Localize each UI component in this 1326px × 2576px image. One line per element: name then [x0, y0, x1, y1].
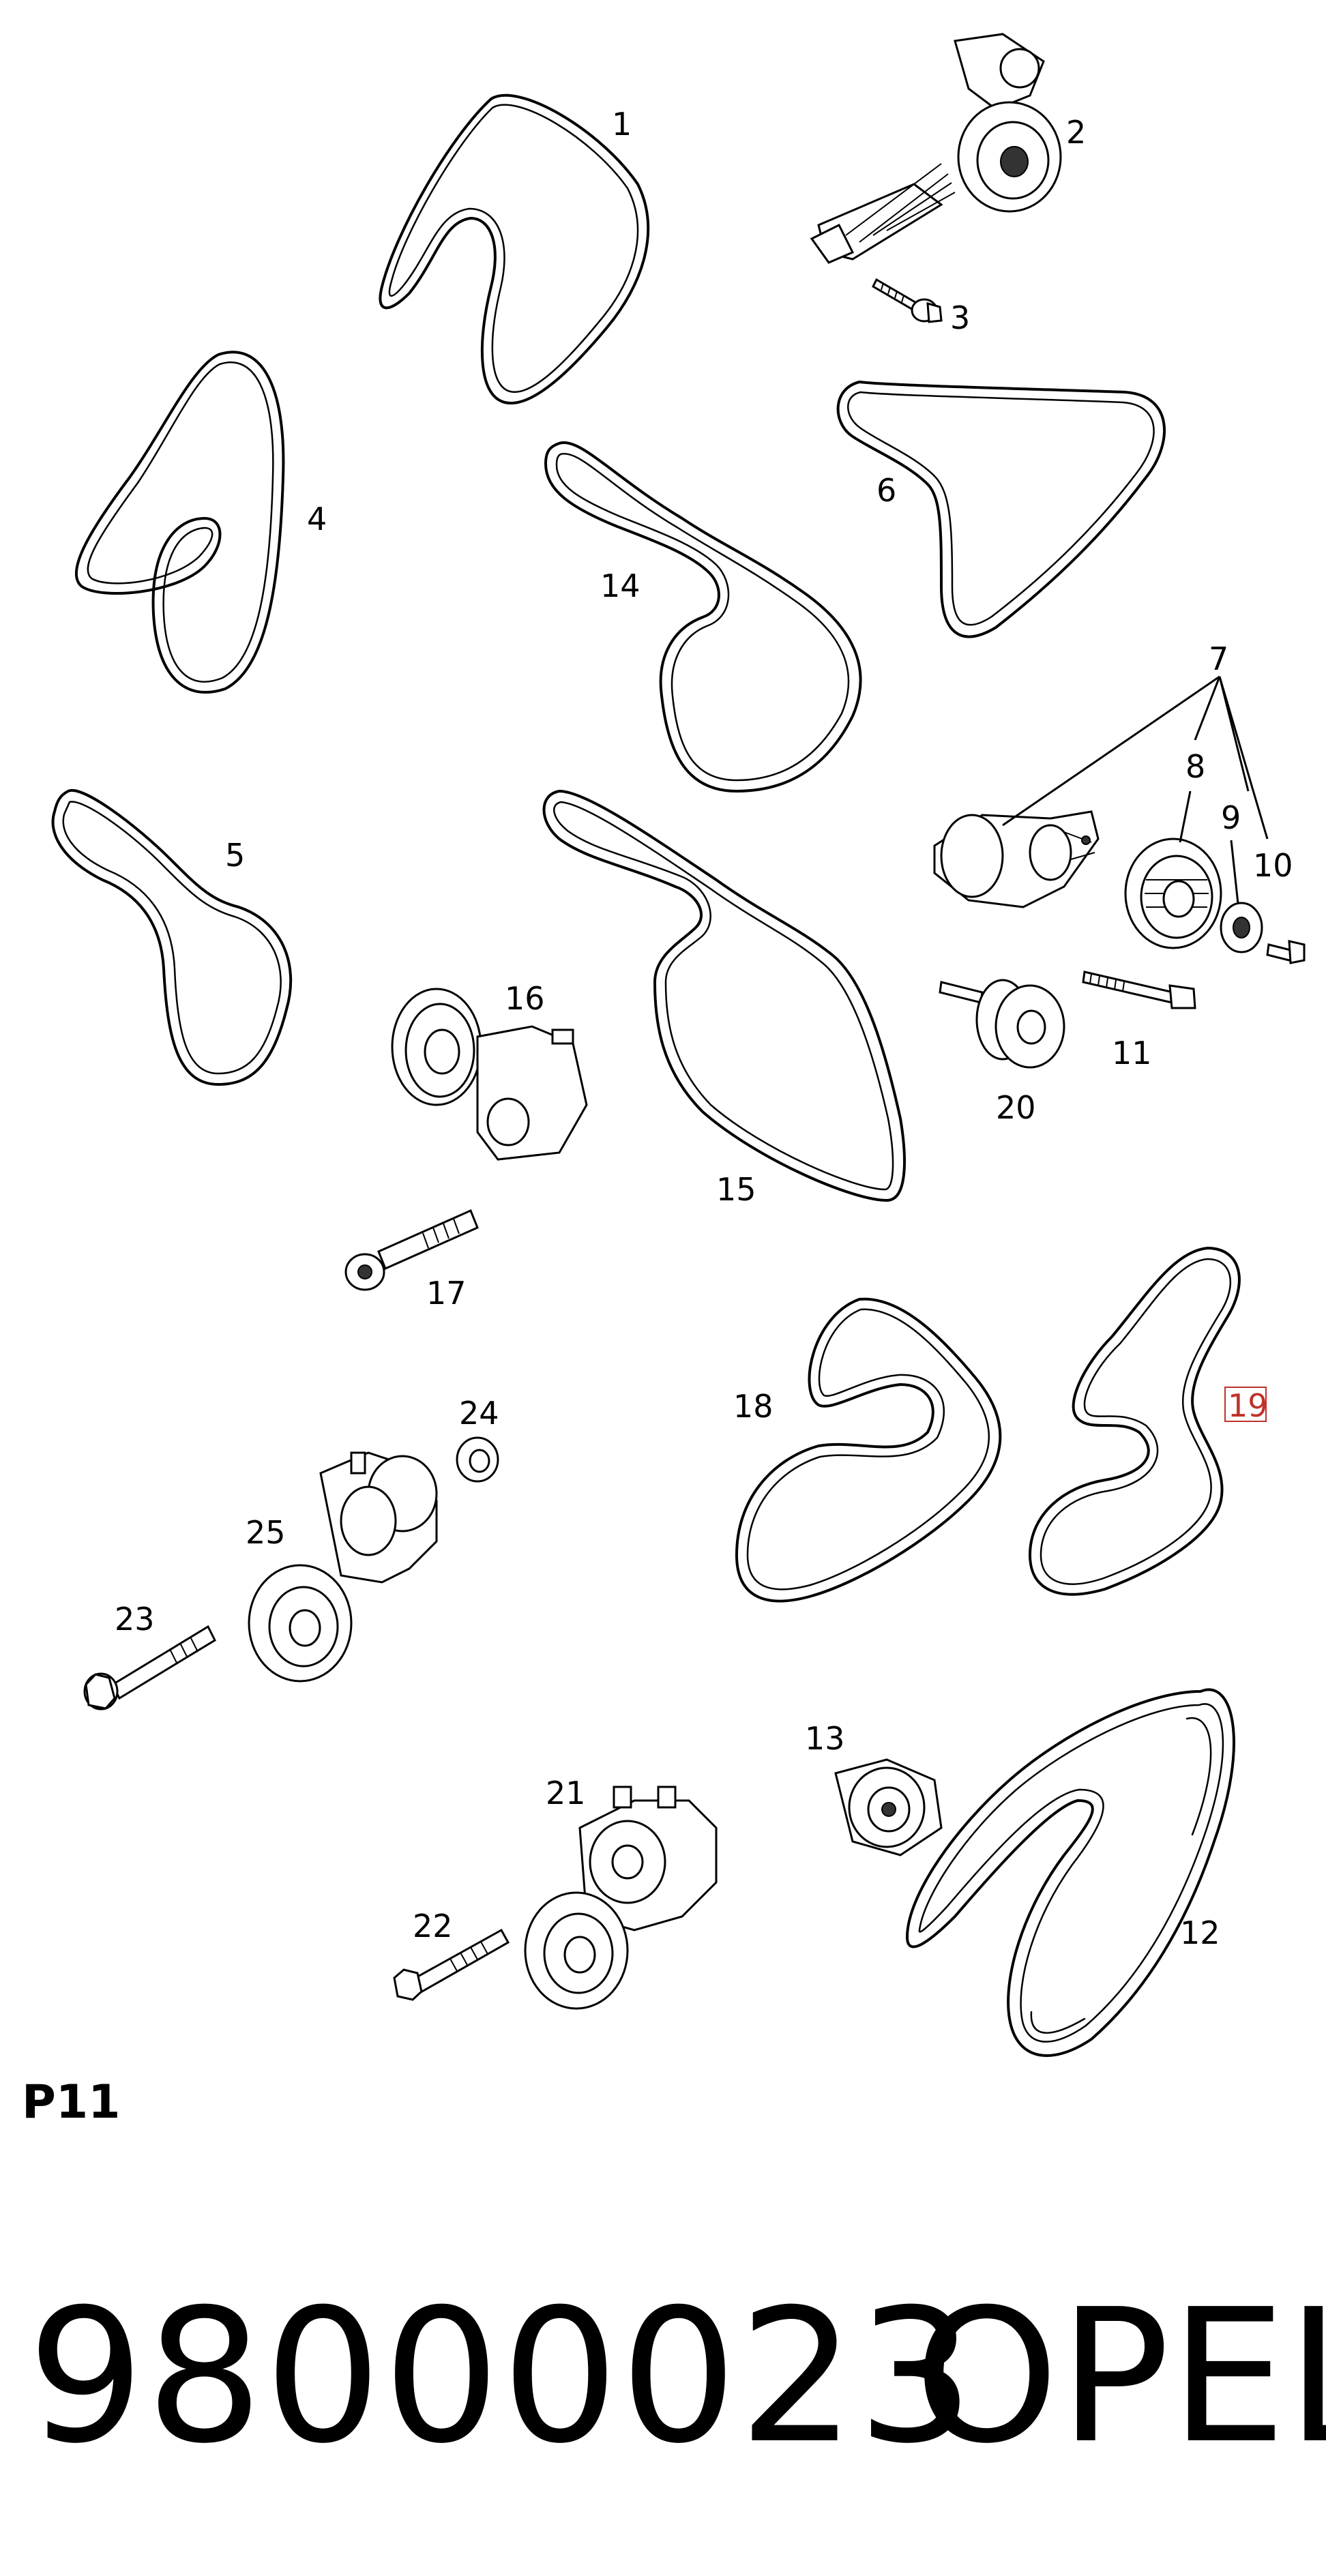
callout-15[interactable]: 15 [716, 1171, 756, 1208]
bolt-11[interactable] [1082, 971, 1196, 1009]
callout-9[interactable]: 9 [1221, 799, 1241, 836]
callout-8[interactable]: 8 [1185, 748, 1205, 785]
belt-15[interactable] [542, 790, 906, 1202]
belt-12[interactable] [906, 1688, 1235, 2057]
callout-1[interactable]: 1 [612, 106, 632, 143]
callout-labels: 1 2 3 4 5 6 7 8 9 10 11 12 13 14 15 16 1… [115, 106, 1293, 1951]
callout-23[interactable]: 23 [115, 1601, 155, 1638]
callout-7[interactable]: 7 [1209, 640, 1228, 677]
callout-13[interactable]: 13 [805, 1720, 845, 1757]
callout-20[interactable]: 20 [996, 1089, 1036, 1126]
bolt-17[interactable] [344, 1209, 479, 1291]
tensioner-13[interactable] [834, 1758, 943, 1856]
callout-22[interactable]: 22 [413, 1908, 453, 1944]
callout-18[interactable]: 18 [733, 1388, 774, 1425]
bolt-10[interactable] [1266, 940, 1306, 964]
brand-name: OPEL [914, 2269, 1326, 2484]
part-number: 98000023 [27, 2269, 976, 2484]
callout-21[interactable]: 21 [546, 1775, 586, 1811]
callout-6[interactable]: 6 [876, 472, 896, 509]
belt-18[interactable] [735, 1297, 1002, 1603]
tensioner-16[interactable] [391, 988, 588, 1161]
tensioner-21[interactable] [524, 1786, 718, 2010]
callout-19[interactable]: 19 [1228, 1387, 1268, 1424]
callout-24[interactable]: 24 [459, 1395, 499, 1432]
pulley-20[interactable] [939, 979, 1065, 1069]
nut-24[interactable] [456, 1436, 499, 1483]
bolt-3[interactable] [872, 278, 943, 323]
callout-11[interactable]: 11 [1112, 1035, 1152, 1071]
callout-12[interactable]: 12 [1180, 1914, 1220, 1951]
diagram-code: P11 [22, 2075, 121, 2129]
callout-14[interactable]: 14 [600, 567, 640, 604]
bolt-22[interactable] [393, 1928, 510, 2001]
leaders-7 [1002, 675, 1269, 840]
callout-19-highlight-box [1224, 1387, 1267, 1422]
pulley-8[interactable] [1124, 790, 1222, 949]
belt-14[interactable] [544, 441, 862, 793]
callout-16[interactable]: 16 [505, 980, 545, 1017]
callout-2[interactable]: 2 [1066, 114, 1086, 151]
belt-1[interactable] [379, 93, 650, 405]
callout-17[interactable]: 17 [426, 1275, 467, 1312]
tensioner-7[interactable] [933, 810, 1100, 908]
callout-4[interactable]: 4 [307, 501, 327, 537]
belt-5[interactable] [51, 788, 293, 1086]
callout-5[interactable]: 5 [225, 837, 245, 874]
callout-25[interactable]: 25 [246, 1514, 286, 1551]
bolt-23[interactable] [83, 1625, 216, 1711]
belt-6[interactable] [836, 381, 1166, 638]
callout-3[interactable]: 3 [950, 299, 970, 336]
belt-4[interactable] [74, 351, 285, 694]
belt-19[interactable] [1029, 1247, 1241, 1596]
washer-9[interactable] [1220, 840, 1263, 953]
callout-10[interactable]: 10 [1253, 847, 1293, 884]
tensioner-25[interactable] [248, 1451, 438, 1683]
tensioner-2[interactable] [810, 33, 1062, 264]
